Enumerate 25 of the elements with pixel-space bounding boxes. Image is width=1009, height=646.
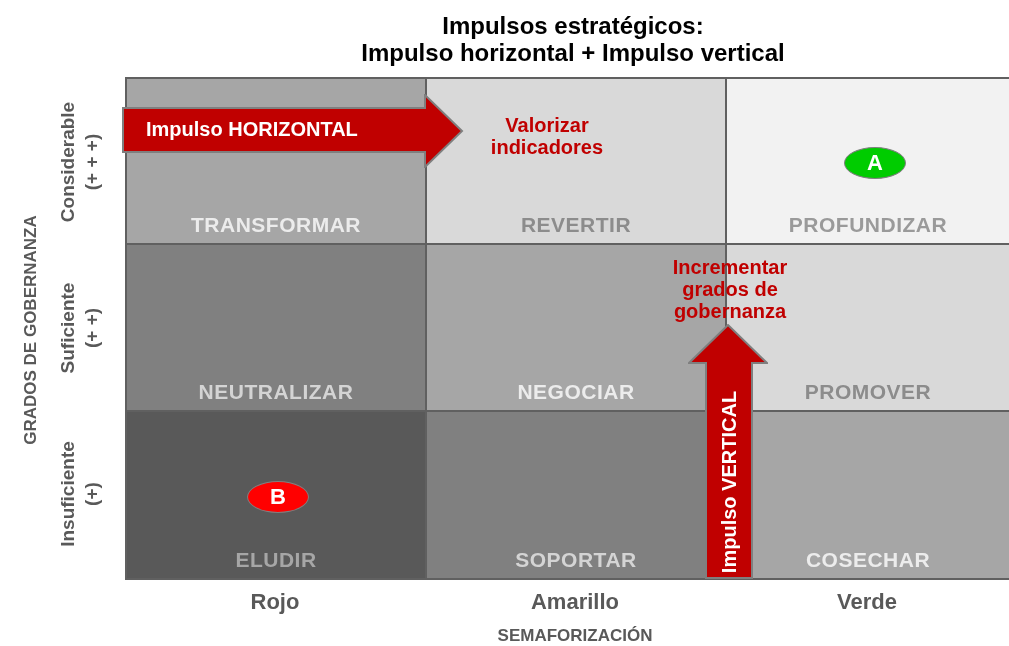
quadrant-label: NEGOCIAR [516, 380, 636, 404]
diagram-title: Impulsos estratégicos: Impulso horizontal + Impulso vertical [360, 12, 786, 66]
row-label: Suficiente (+ +) [56, 281, 103, 376]
quadrant-label: PROFUNDIZAR [787, 213, 949, 237]
quadrant-label: TRANSFORMAR [190, 213, 362, 237]
column-label: Verde [836, 590, 898, 614]
arrow-label: Impulso HORIZONTAL [146, 118, 358, 141]
quadrant-cell [125, 243, 427, 412]
goal-text: Valorizar indicadores [489, 114, 605, 158]
quadrant-label: NEUTRALIZAR [197, 380, 355, 404]
quadrant-label: SOPORTAR [514, 548, 638, 572]
axis-title: SEMAFORIZACIÓN [496, 626, 654, 645]
arrow-label: Impulso VERTICAL [717, 389, 741, 576]
quadrant-cell [725, 77, 1009, 245]
status-badge: A [844, 147, 906, 179]
column-label: Amarillo [530, 590, 620, 614]
quadrant-label: REVERTIR [519, 213, 633, 237]
row-label: Considerable (+ + +) [56, 100, 103, 225]
column-label: Rojo [249, 590, 301, 614]
quadrant-cell [125, 410, 427, 580]
quadrant-cell [425, 77, 727, 245]
quadrant-label: ELUDIR [234, 548, 318, 572]
row-label: Insuficiente (+) [56, 440, 103, 549]
status-badge: B [247, 481, 309, 513]
axis-title: GRADOS DE GOBERNANZA [19, 214, 41, 447]
